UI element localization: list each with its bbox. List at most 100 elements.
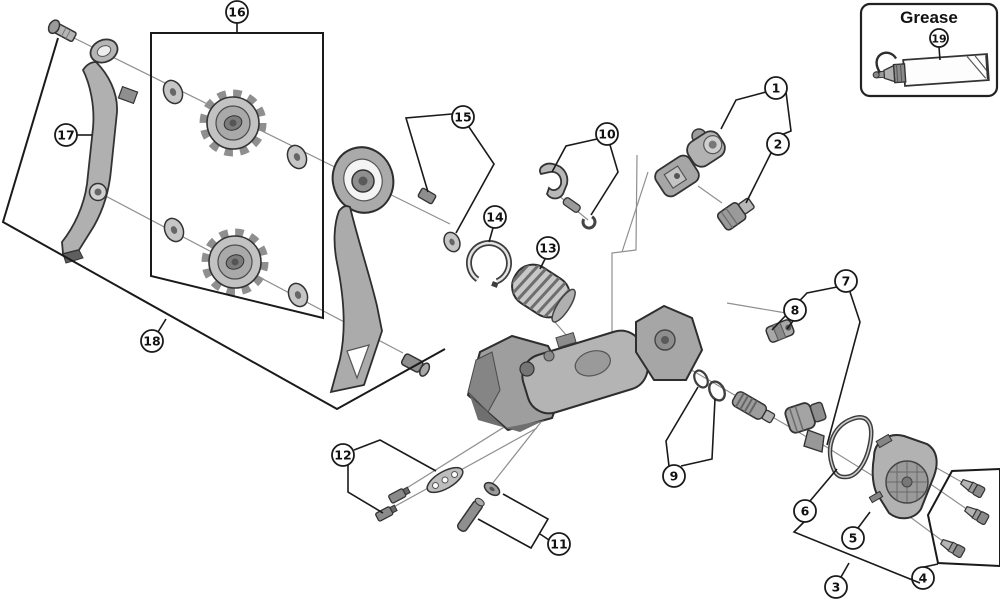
callout-13-number: 13 [539,241,556,256]
tension-adjust-unit [654,128,726,198]
callout-9-circle [662,464,686,488]
group-box-16 [150,32,324,320]
seal-gasket [827,415,874,480]
pulley-washer [287,282,309,308]
adjust-bolt [716,197,755,231]
snap-ring [466,240,512,288]
callout-17-circle [54,123,78,147]
grease-tube [872,51,990,87]
callout-2-leader [745,152,772,204]
callout-1-circle [764,76,788,100]
cover-screw [959,478,986,499]
callout-8-number: 8 [791,303,800,318]
callout-16-number: 16 [228,5,246,20]
callout-7-leader [771,286,838,331]
callout-4: 4 [911,563,939,590]
callout-4-number: 4 [919,571,928,586]
callout-2-circle [766,132,790,156]
callout-14-circle [483,205,507,229]
callout-10-leader [590,144,619,216]
callout-12-number: 12 [334,448,351,463]
callout-9: 9 [662,386,716,488]
callout-3: 3 [824,562,850,599]
callout-12: 12 [331,439,437,514]
grease-legend: Grease [859,2,999,98]
callout-18-circle [140,329,164,353]
callout-4-leader [923,563,939,568]
bracket-axle-unit [784,401,827,453]
pulley-washer [286,144,308,170]
callout-14: 14 [483,205,507,243]
callout-1-leader [720,91,767,130]
callout-18: 18 [140,318,167,353]
axis-line [389,427,538,510]
callout-9-number: 9 [670,469,679,484]
inner-plate [61,38,139,264]
callout-11-circle [547,532,571,556]
callout-4-circle [911,566,935,590]
callout-17-number: 17 [57,128,74,143]
callout-1: 1 [720,76,792,136]
callout-19: 19 [929,28,949,61]
axis-line [611,154,638,350]
adjust-screw [388,486,411,504]
tension-pulley [201,228,269,296]
o-ring [708,380,726,402]
callout-14-number: 14 [486,210,504,225]
callout-12-leader [353,439,437,472]
callout-3-circle [824,575,848,599]
callout-17: 17 [54,123,92,147]
callout-18-leader [157,318,167,333]
callout-6-circle [793,499,817,523]
callout-2-number: 2 [774,137,783,152]
callout-13-circle [536,236,560,260]
callout-8: 8 [783,298,807,330]
callout-3-leader [840,562,850,578]
callout-11: 11 [477,493,571,556]
callout-14-leader [488,227,494,243]
cover-screw [963,505,990,526]
callout-8-leader [786,320,794,330]
callout-6: 6 [792,468,921,584]
callout-2: 2 [745,132,790,204]
axis-line [697,185,723,204]
callout-5-leader [857,511,871,529]
pulley-washer [162,79,184,105]
callout-6-number: 6 [801,504,810,519]
callout-13: 13 [536,236,560,270]
callout-6-leader [792,521,921,584]
callout-3-number: 3 [832,580,841,595]
pulley-bolt-upper [47,19,77,43]
callout-5-number: 5 [849,531,858,546]
callout-10-circle [595,122,619,146]
callout-1-number: 1 [772,81,781,96]
hook-clip [581,214,597,230]
callout-15-leader [455,126,495,234]
callout-9-leader [680,398,716,467]
callout-11-number: 11 [550,537,567,552]
callout-9-leader [665,386,699,467]
grease-label: Grease [900,8,958,27]
callout-8-circle [783,298,807,322]
callout-7: 7 [771,269,861,446]
o-ring [693,369,709,389]
callout-11-leader [539,533,550,541]
cable-hook [539,162,581,213]
callout-15-circle [451,105,475,129]
group-box-4 [926,467,1000,568]
callout-15: 15 [404,105,495,234]
callout-13-leader [539,258,546,270]
callout-19-number: 19 [931,33,946,46]
callout-10: 10 [551,122,619,216]
outer-plate [329,146,395,394]
pivot-pin [456,497,485,532]
tension-spring [504,259,576,323]
pulley-washer [163,217,185,243]
callout-12-circle [331,443,355,467]
callout-7-circle [834,269,858,293]
pulley-bolt-lower [400,353,431,377]
callout-18-number: 18 [143,334,160,349]
